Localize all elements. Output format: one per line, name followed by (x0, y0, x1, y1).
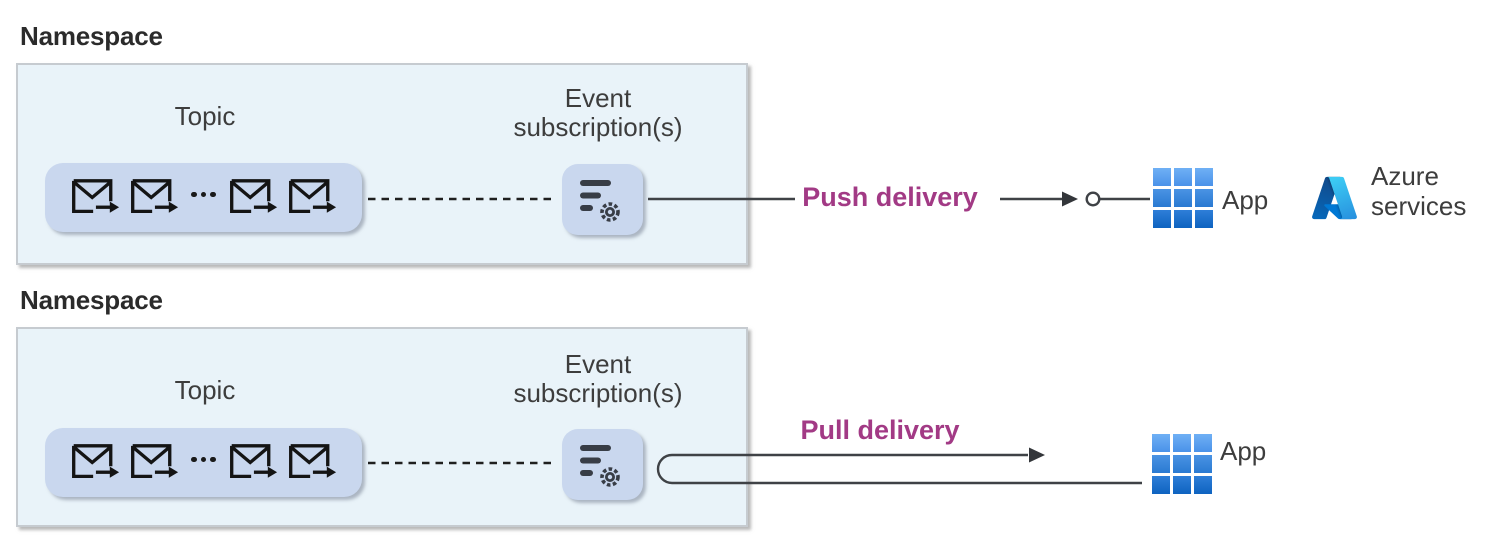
topic-label: Topic (174, 375, 236, 405)
topic-container (45, 163, 362, 232)
push-delivery-label: Push delivery (802, 182, 978, 212)
pull-delivery-label: Pull delivery (800, 415, 960, 445)
app-label: App (1220, 436, 1267, 466)
namespace-title: Namespace (20, 21, 163, 51)
push-endpoint-circle-icon (1085, 191, 1101, 207)
envelope-event-icon (129, 177, 179, 218)
envelope-event-icon (228, 177, 278, 218)
pull-delivery-loop-connector (656, 447, 1142, 485)
event-subscription-icon (562, 164, 643, 235)
envelope-event-icon (287, 442, 337, 483)
filter-gear-icon (575, 440, 631, 490)
app-label: App (1222, 185, 1269, 215)
ellipsis-icon (191, 191, 216, 198)
envelope-event-icon (70, 177, 120, 218)
envelope-event-icon (129, 442, 179, 483)
azure-logo-icon (1310, 173, 1359, 223)
namespace-title: Namespace (20, 285, 163, 315)
event-subscription-label: Event subscription(s) (513, 83, 683, 142)
topic-label: Topic (174, 101, 236, 131)
azure-services-label: Azure services (1371, 161, 1467, 221)
event-subscription-icon (562, 429, 643, 500)
app-icon (1152, 434, 1212, 494)
envelope-event-icon (228, 442, 278, 483)
push-delivery-connector (648, 191, 1150, 207)
topic-container (45, 428, 362, 497)
envelope-event-icon (70, 442, 120, 483)
app-icon (1153, 168, 1213, 228)
envelope-event-icon (287, 177, 337, 218)
ellipsis-icon (191, 456, 216, 463)
filter-gear-icon (575, 175, 631, 225)
event-subscription-label: Event subscription(s) (513, 349, 683, 408)
